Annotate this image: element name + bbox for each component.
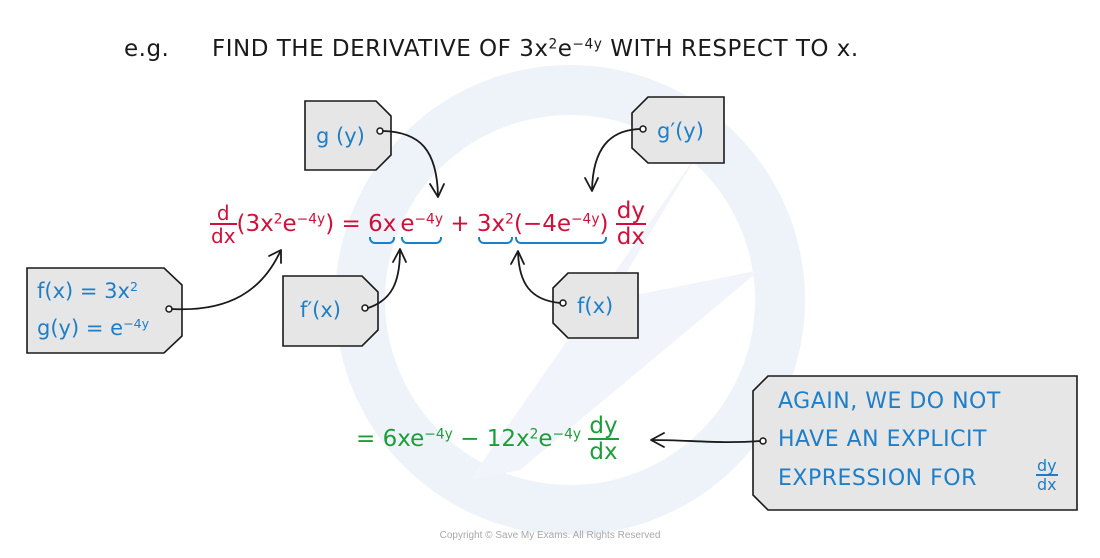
term-bracket-open: (−4e: [513, 211, 571, 237]
note-dx: dx: [1036, 474, 1058, 494]
term-bracket-sup: −4y: [570, 211, 600, 228]
question-text: FIND THE DERIVATIVE OF 3x2e−4y WITH RESP…: [212, 36, 859, 62]
result-sup-1: −4y: [424, 426, 453, 443]
arrow-f-x: [517, 251, 561, 304]
lhs-open: (3x: [236, 211, 274, 237]
tag-g-y: [304, 100, 392, 171]
definition-f-x-text: f(x) = 3x: [37, 279, 130, 303]
definition-f-x: f(x) = 3x2: [37, 279, 138, 303]
tag-g-y-label: g (y): [316, 124, 365, 148]
result-part-1: = 6xe: [356, 426, 425, 452]
question-sup-2: −4y: [572, 36, 603, 53]
equals-sign: =: [334, 211, 369, 237]
arrowhead-f-prime-x: [392, 248, 407, 263]
tag-note: [752, 375, 1078, 511]
arrow-note: [651, 439, 761, 444]
tag-f-prime-x-label: f′(x): [300, 298, 341, 322]
result-sup-2: 2: [529, 426, 539, 443]
arrow-g-prime-y: [591, 128, 641, 191]
tag-g-prime-y: [631, 96, 725, 164]
problem-statement: e.g. FIND THE DERIVATIVE OF 3x2e−4y WITH…: [0, 36, 1100, 76]
tag-f-x: [552, 272, 639, 339]
note-line-1: AGAIN, WE DO NOT: [778, 389, 1001, 414]
arrow-definitions: [171, 251, 281, 311]
result-dx: dx: [588, 438, 619, 465]
arrowhead-g-y: [429, 183, 445, 198]
arrow-f-prime-x: [367, 249, 401, 309]
term-bracket: (−4e−4y): [513, 211, 609, 244]
plus-sign: +: [443, 211, 477, 237]
term-e-text: e: [400, 211, 415, 237]
copyright-notice: Copyright © Save My Exams. All Rights Re…: [439, 530, 661, 541]
eg-label: e.g.: [124, 36, 170, 62]
lhs-e: e: [282, 211, 297, 237]
question-e: e: [557, 36, 573, 62]
term-6x: 6x: [368, 211, 397, 244]
lhs-expression: (3x2e−4y): [237, 211, 335, 237]
result-part-2: − 12x: [452, 426, 530, 452]
tag-f-x-label: f(x): [577, 294, 614, 318]
tag-definitions: [26, 267, 183, 354]
note-line-3: EXPRESSION FOR: [778, 466, 977, 491]
result-sup-3: −4y: [552, 426, 582, 443]
tag-g-prime-y-label: g′(y): [657, 119, 704, 143]
definition-g-y: g(y) = e−4y: [37, 316, 149, 340]
definition-f-x-sup: 2: [129, 279, 138, 295]
lhs-sup-2: −4y: [296, 211, 326, 228]
term-e: e−4y: [400, 211, 444, 244]
question-start: FIND THE DERIVATIVE OF 3x: [212, 36, 549, 62]
arrowhead-definitions: [268, 249, 282, 264]
arrowhead-note: [650, 432, 665, 448]
arrowhead-g-prime-y: [584, 177, 599, 192]
definition-g-y-sup: −4y: [123, 316, 150, 332]
definition-g-y-text: g(y) = e: [37, 316, 124, 340]
lhs-close: ): [325, 211, 335, 237]
note-dy: dy: [1037, 456, 1057, 475]
term-bracket-close: ): [599, 211, 609, 237]
dx-denominator: dx: [210, 223, 237, 248]
question-end: WITH RESPECT TO x.: [602, 36, 859, 62]
arrowhead-f-x: [510, 250, 525, 265]
term-6x-text: 6x: [368, 211, 397, 237]
dx-denominator-2: dx: [615, 223, 647, 250]
term-3x-text: 3x: [476, 211, 506, 237]
result-e: e: [538, 426, 553, 452]
term-3x2: 3x2: [476, 211, 514, 244]
d-numerator: d: [216, 201, 230, 225]
arrow-g-y: [382, 130, 439, 197]
lhs-sup-1: 2: [273, 211, 283, 228]
term-e-sup: −4y: [414, 211, 444, 228]
tag-f-prime-x: [282, 275, 379, 347]
dy-numerator: dy: [616, 198, 646, 224]
question-sup-1: 2: [548, 36, 558, 53]
result-dy: dy: [589, 413, 618, 439]
term-3x-sup: 2: [505, 211, 514, 228]
note-line-2: HAVE AN EXPLICIT: [778, 427, 987, 452]
